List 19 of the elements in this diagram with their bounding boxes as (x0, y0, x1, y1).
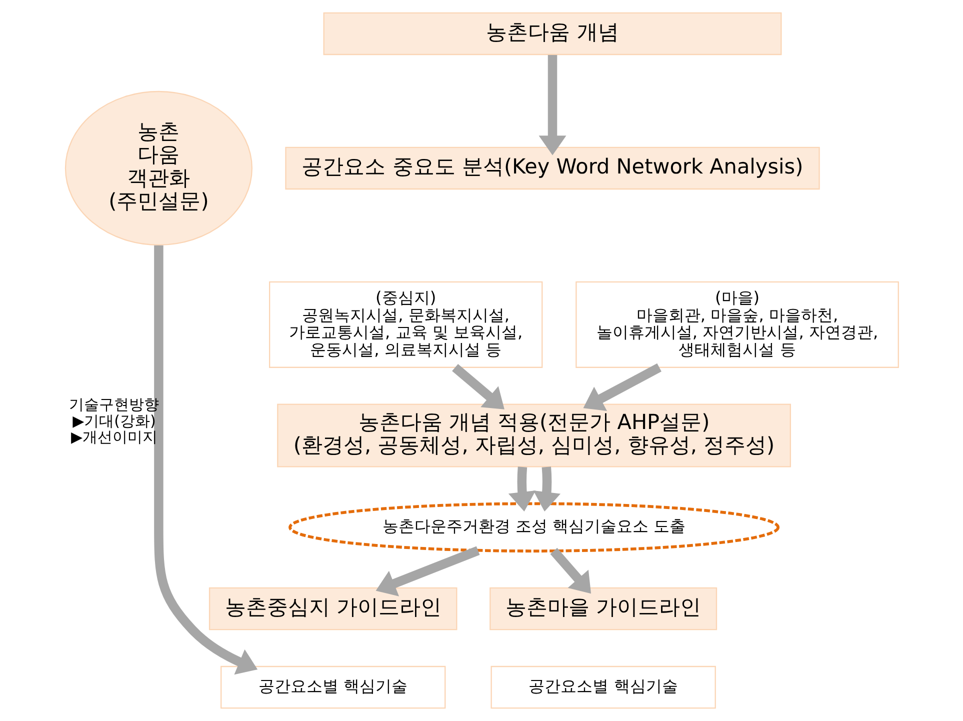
arrow (154, 245, 258, 675)
node-box: (중심지) 공원녹지시설, 문화복지시설, 가로교통시설, 교육 및 보육시설, 운동시설, 의료복지시설 등 (268, 281, 542, 368)
arrow (508, 466, 536, 512)
node-box: 농촌다움 개념 (322, 12, 782, 56)
node-ellipse: 농촌다운주거환경 조성 핵심기술요소 도출 (288, 502, 780, 552)
node-box: 공간요소별 핵심기술 (220, 666, 446, 709)
node-box: 농촌마을 가이드라인 (489, 587, 717, 630)
node-box: 농촌중심지 가이드라인 (208, 587, 457, 630)
edge-label: 기술구현방향 ▶기대(강화) ▶개선이미지 (68, 396, 159, 446)
node-box: 공간요소 중요도 분석(Key Word Network Analysis) (284, 146, 820, 190)
node-box: 공간요소별 핵심기술 (490, 666, 716, 709)
arrow (452, 364, 504, 410)
node-ellipse: 농촌 다움 객관화 (주민설문) (64, 90, 252, 246)
arrow (582, 363, 661, 411)
arrow (538, 54, 566, 156)
node-box: (마을) 마을회관, 마을숲, 마을하천, 놀이휴게시설, 자연기반시설, 자연경관, 생태체험시설 등 (575, 281, 898, 368)
arrow (375, 546, 480, 596)
node-box: 농촌다움 개념 적용(전문가 AHP설문) (환경성, 공동체성, 자립성, 심미성, 향유성, 정주성) (276, 404, 790, 468)
arrow (550, 548, 591, 594)
